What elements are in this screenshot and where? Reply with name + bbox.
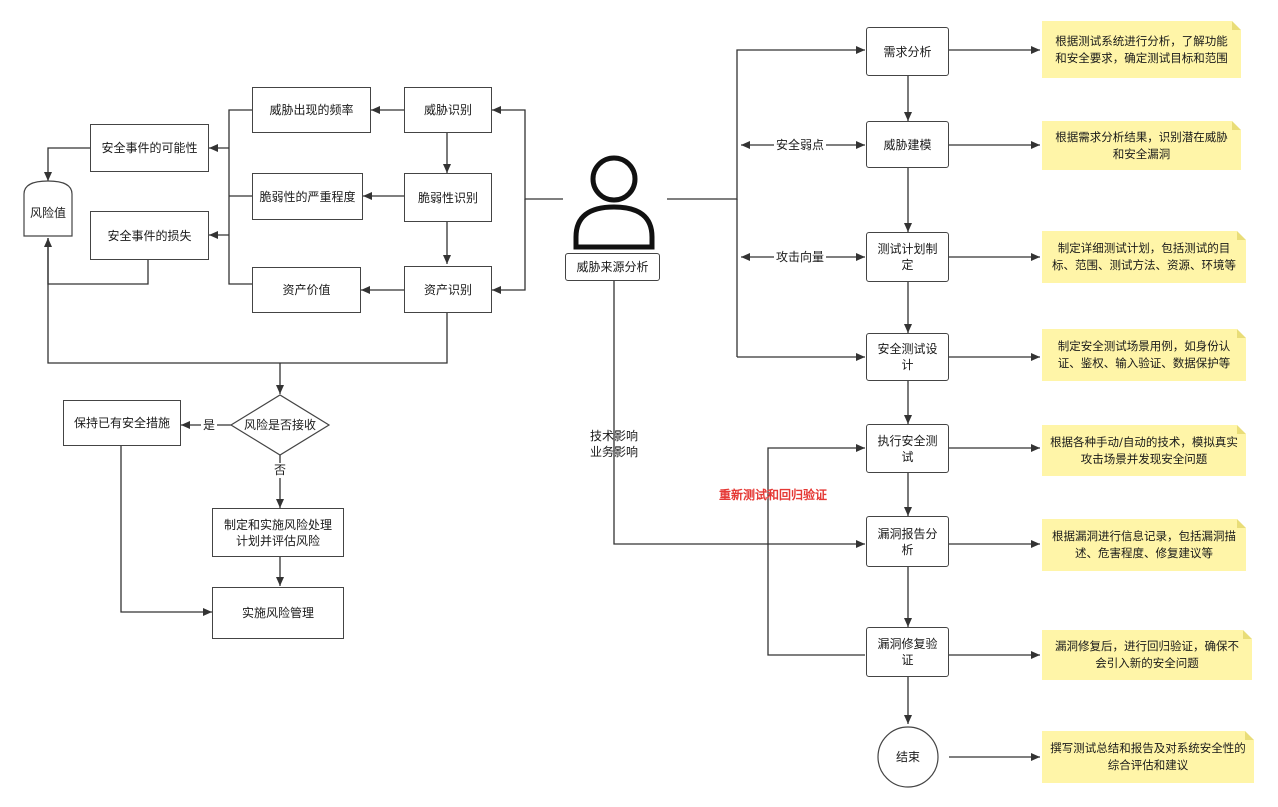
- asset-value-box: 资产价值: [252, 267, 361, 313]
- vulnerability-identification-box: 脆弱性识别: [404, 173, 492, 222]
- note-fix-verification: 漏洞修复后，进行回归验证，确保不会引入新的安全问题: [1042, 630, 1252, 680]
- keep-measures-box: 保持已有安全措施: [63, 400, 181, 446]
- step-test-planning: 测试计划制定: [866, 232, 949, 282]
- step-end: 结束: [895, 750, 920, 764]
- risk-value-shape: [23, 180, 73, 237]
- step-requirements-analysis: 需求分析: [866, 27, 949, 76]
- security-weakness-label: 安全弱点: [774, 138, 827, 153]
- end-circle: [877, 726, 939, 788]
- loss-box: 安全事件的损失: [90, 211, 209, 260]
- person-icon: [573, 155, 655, 250]
- note-end-summary: 撰写测试总结和报告及对系统安全性的综合评估和建议: [1042, 731, 1254, 783]
- no-label: 否: [273, 463, 288, 478]
- note-report-analysis: 根据漏洞进行信息记录，包括漏洞描述、危害程度、修复建议等: [1042, 519, 1246, 571]
- risk-value: 风险值: [29, 206, 66, 220]
- impact-label: 技术影响业务影响: [589, 429, 638, 459]
- note-threat-modeling: 根据需求分析结果，识别潜在威胁和安全漏洞: [1042, 121, 1241, 170]
- vulnerability-severity-box: 脆弱性的严重程度: [252, 173, 363, 220]
- risk-management-box: 实施风险管理: [212, 587, 344, 639]
- attack-vector-label: 攻击向量: [774, 250, 827, 265]
- threat-frequency-box: 威胁出现的频率: [252, 87, 371, 133]
- note-test-design: 制定安全测试场景用例，如身份认证、鉴权、输入验证、数据保护等: [1042, 329, 1246, 381]
- risk-acceptance-decision: 风险是否接收: [243, 418, 316, 432]
- note-requirements: 根据测试系统进行分析，了解功能和安全要求，确定测试目标和范围: [1042, 21, 1241, 78]
- step-execute-security-test: 执行安全测试: [866, 424, 949, 473]
- likelihood-box: 安全事件的可能性: [90, 124, 209, 172]
- step-security-test-design: 安全测试设计: [866, 333, 949, 381]
- threat-identification-box: 威胁识别: [404, 87, 492, 133]
- actor-label: 威胁来源分析: [565, 253, 660, 281]
- step-threat-modeling: 威胁建模: [866, 121, 949, 168]
- note-test-execution: 根据各种手动/自动的技术，模拟真实攻击场景并发现安全问题: [1042, 425, 1246, 476]
- risk-treatment-plan-box: 制定和实施风险处理计划并评估风险: [212, 508, 344, 557]
- note-test-planning: 制定详细测试计划，包括测试的目标、范围、测试方法、资源、环境等: [1042, 231, 1246, 283]
- step-fix-verification: 漏洞修复验证: [866, 627, 949, 677]
- step-vulnerability-report-analysis: 漏洞报告分析: [866, 516, 949, 567]
- decision-diamond: [229, 394, 331, 456]
- yes-label: 是: [201, 418, 218, 433]
- asset-identification-box: 资产识别: [404, 266, 492, 313]
- retest-regression-label: 重新测试和回归验证: [719, 488, 828, 502]
